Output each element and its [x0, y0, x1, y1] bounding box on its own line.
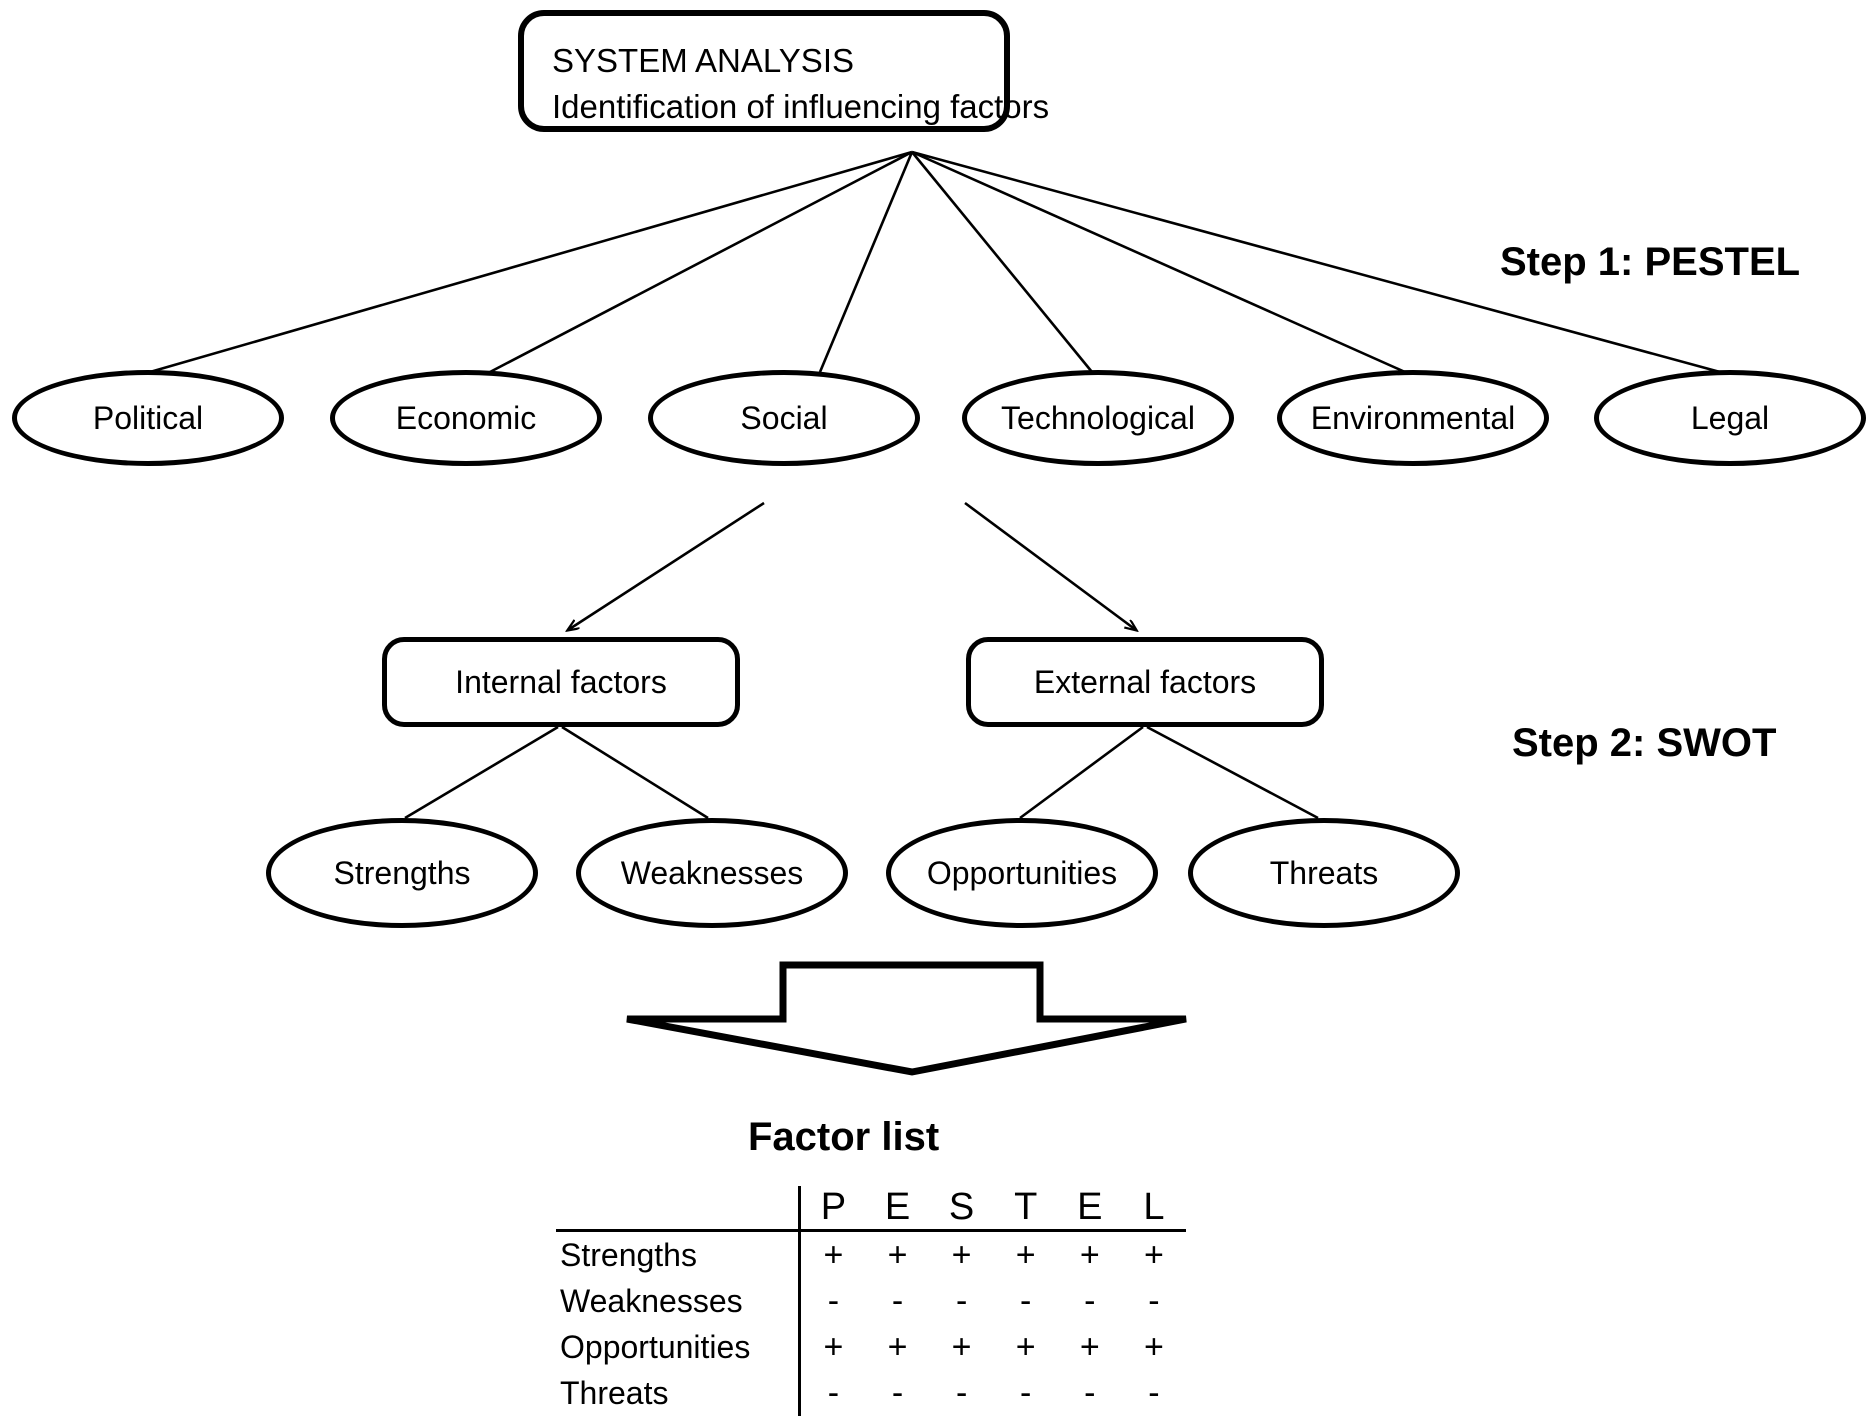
- cell-mark: +: [887, 1327, 908, 1366]
- table-vertical-divider: [798, 1278, 803, 1324]
- column-header: T: [993, 1186, 1058, 1232]
- table-row: Weaknesses - - - - - -: [556, 1278, 1186, 1324]
- cell-mark: +: [1079, 1327, 1100, 1366]
- step-2-label: Step 2: SWOT: [1512, 721, 1777, 765]
- swot-node-label: Weaknesses: [620, 854, 804, 891]
- cell-mark: -: [827, 1281, 840, 1320]
- cell-mark: -: [1084, 1281, 1096, 1320]
- pestel-node-social[interactable]: Social: [648, 370, 920, 466]
- column-header: S: [929, 1186, 994, 1232]
- title-line-1: SYSTEM ANALYSIS: [552, 42, 854, 79]
- pestel-node-environmental[interactable]: Environmental: [1277, 370, 1549, 466]
- cell-mark: -: [1020, 1373, 1032, 1412]
- cell-mark: +: [823, 1327, 844, 1366]
- swot-node-label: Opportunities: [926, 854, 1118, 891]
- pestel-node-label: Technological: [1001, 399, 1195, 436]
- row-label: Threats: [560, 1374, 669, 1411]
- cell-mark: +: [1143, 1327, 1164, 1366]
- column-header: P: [801, 1186, 866, 1232]
- pestel-node-economic[interactable]: Economic: [330, 370, 602, 466]
- table-header-row: P E S T E L: [556, 1186, 1186, 1232]
- swot-node-opportunities[interactable]: Opportunities: [886, 818, 1158, 928]
- title-line-2: Identification of influencing factors: [552, 87, 1050, 125]
- column-header: E: [865, 1186, 930, 1232]
- factor-box-label: External factors: [1033, 663, 1257, 700]
- cell-mark: -: [1148, 1281, 1160, 1320]
- pestel-node-label: Political: [92, 399, 204, 436]
- step-1-label: Step 1: PESTEL: [1500, 240, 1801, 284]
- cell-mark: +: [951, 1327, 972, 1366]
- row-label: Strengths: [560, 1236, 697, 1273]
- swot-node-weaknesses[interactable]: Weaknesses: [576, 818, 848, 928]
- cell-mark: -: [1148, 1373, 1160, 1412]
- swot-node-label: Strengths: [333, 854, 471, 891]
- table-vertical-divider: [798, 1324, 803, 1370]
- cell-mark: -: [827, 1373, 840, 1412]
- table-row: Opportunities + + + + + +: [556, 1324, 1186, 1370]
- table-vertical-divider: [798, 1370, 803, 1416]
- factor-list-heading: Factor list: [748, 1115, 940, 1159]
- swot-node-strengths[interactable]: Strengths: [266, 818, 538, 928]
- cell-mark: +: [951, 1235, 972, 1274]
- external-factors-box[interactable]: External factors: [966, 637, 1324, 727]
- pestel-node-label: Social: [740, 399, 828, 436]
- cell-mark: -: [891, 1281, 904, 1320]
- pestel-node-legal[interactable]: Legal: [1594, 370, 1866, 466]
- column-header: L: [1121, 1186, 1186, 1232]
- pestel-node-technological[interactable]: Technological: [962, 370, 1234, 466]
- swot-node-threats[interactable]: Threats: [1188, 818, 1460, 928]
- cell-mark: -: [955, 1281, 968, 1320]
- header-empty-cell: [556, 1186, 800, 1232]
- factor-box-label: Internal factors: [455, 663, 667, 700]
- cell-mark: -: [1020, 1281, 1032, 1320]
- row-label: Opportunities: [560, 1328, 751, 1365]
- internal-factors-box[interactable]: Internal factors: [382, 637, 740, 727]
- cell-mark: +: [823, 1235, 844, 1274]
- table-row: Threats - - - - - -: [556, 1370, 1186, 1416]
- swot-node-label: Threats: [1269, 854, 1379, 891]
- pestel-node-label: Economic: [395, 399, 537, 436]
- row-label: Weaknesses: [560, 1282, 743, 1319]
- table-vertical-divider: [798, 1186, 803, 1231]
- pestel-node-label: Environmental: [1310, 399, 1516, 436]
- table-row: Strengths + + + + + +: [556, 1230, 1186, 1278]
- pestel-node-label: Legal: [1690, 399, 1770, 436]
- cell-mark: +: [1015, 1327, 1036, 1366]
- cell-mark: +: [887, 1235, 908, 1274]
- cell-mark: -: [1084, 1373, 1096, 1412]
- cell-mark: +: [1079, 1235, 1100, 1274]
- pestel-node-political[interactable]: Political: [12, 370, 284, 466]
- cell-mark: +: [1015, 1235, 1036, 1274]
- cell-mark: -: [955, 1373, 968, 1412]
- system-analysis-title-box: SYSTEM ANALYSIS Identification of influe…: [518, 10, 1050, 132]
- cell-mark: -: [891, 1373, 904, 1412]
- column-header: E: [1057, 1186, 1122, 1232]
- factor-list-table: P E S T E L Strengths + + + + + +: [556, 1186, 1186, 1416]
- table-vertical-divider: [798, 1230, 803, 1278]
- cell-mark: +: [1143, 1235, 1164, 1274]
